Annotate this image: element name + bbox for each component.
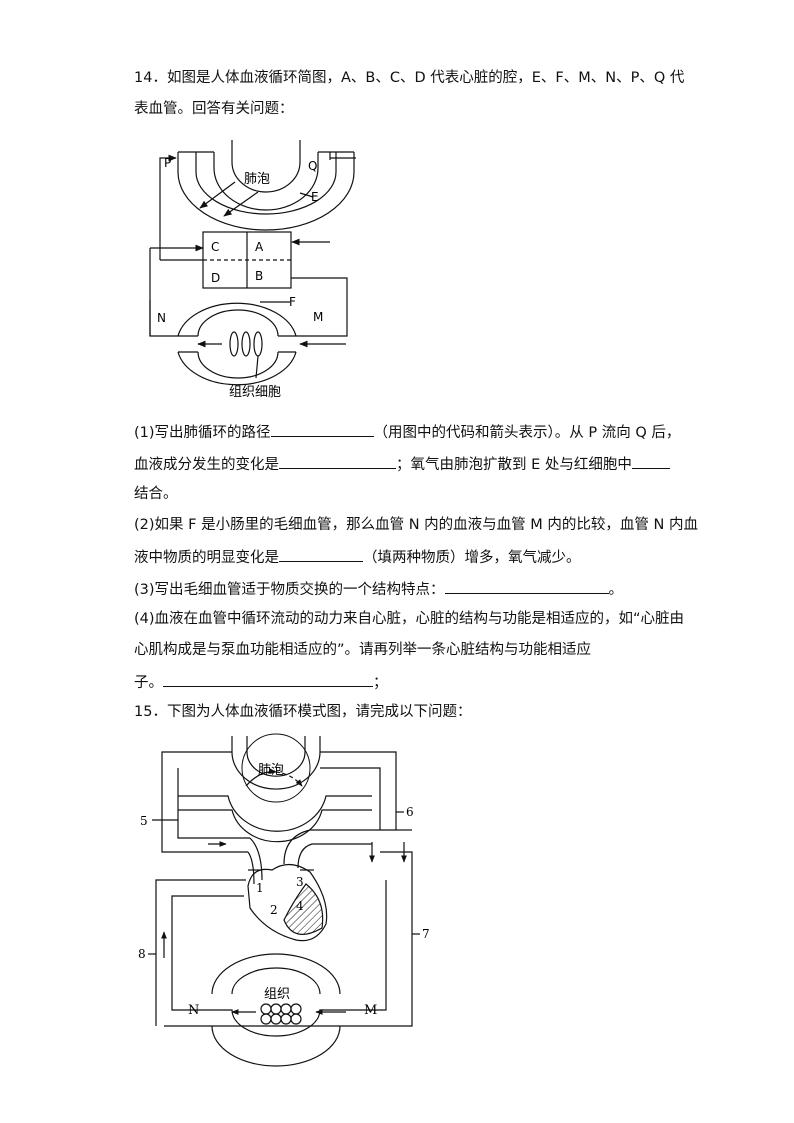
q14-p2-text-b: ；氧气由肺泡扩散到 E 处与红细胞中 <box>396 457 632 473</box>
label2-n8: 8 <box>138 947 146 961</box>
label-D: D <box>211 271 220 285</box>
label-C: C <box>211 240 219 254</box>
q14-p6-text-b: 。 <box>608 582 624 598</box>
q14-p2-text-a: 血液成分发生的变化是 <box>134 457 279 473</box>
tissue-capillary-outer <box>177 302 297 337</box>
q14-part2-line2: 液中物质的明显变化是 （填两种物质）增多，氧气减少。 <box>134 546 581 568</box>
q14-part4-line1: (4)血液在血管中循环流动的动力来自心脏，心脏的结构与功能是相适应的，如“心脏由 <box>134 611 685 627</box>
label2-tissue: 组织 <box>264 987 290 1002</box>
label-tissue-cells: 组织细胞 <box>229 385 281 400</box>
label2-n3: 3 <box>296 875 304 889</box>
q14-stem-line2: 表血管。回答有关问题： <box>134 101 294 117</box>
heart-shape <box>247 863 328 942</box>
label-F: F <box>289 295 296 309</box>
tissue-capillary2 <box>211 953 341 995</box>
answer-blank-2[interactable] <box>279 453 396 469</box>
label-P: P <box>164 156 171 170</box>
answer-blank-5[interactable] <box>444 578 609 594</box>
label2-n7: 7 <box>422 927 430 941</box>
label2-alveolus: 肺泡 <box>258 763 284 778</box>
answer-blank-6[interactable] <box>163 671 373 687</box>
q15-stem: 15．下图为人体血液循环模式图，请完成以下问题： <box>134 704 472 720</box>
label2-n6: 6 <box>406 805 414 819</box>
lung-capillary-inner <box>195 152 337 215</box>
label2-n4: 4 <box>296 899 304 913</box>
alveolus-outline <box>213 152 319 211</box>
label-Q: Q <box>308 159 317 173</box>
label2-N: N <box>188 1003 199 1018</box>
label2-n1: 1 <box>256 881 264 895</box>
label2-n5: 5 <box>140 814 148 828</box>
q14-part3: (3)写出毛细血管适于物质交换的一个结构特点： 。 <box>134 578 623 600</box>
q14-part1-line1: (1)写出肺循环的路径 （用图中的代码和箭头表示）。从 P 流向 Q 后， <box>134 421 680 443</box>
answer-blank-3[interactable] <box>631 453 670 469</box>
answer-blank-1[interactable] <box>270 421 374 437</box>
q14-part4-line2: 心肌构成是与泵血功能相适应的”。请再列举一条心脏结构与功能相适应 <box>134 642 592 658</box>
q14-stem-line1: 14．如图是人体血液循环简图，A、B、C、D 代表心脏的腔，E、F、M、N、P、… <box>134 70 685 86</box>
label-N: N <box>157 311 166 325</box>
q14-p6-text-a: (3)写出毛细血管适于物质交换的一个结构特点： <box>134 582 445 598</box>
q14-part2-line1: (2)如果 F 是小肠里的毛细血管，那么血管 N 内的血液与血管 M 内的比较，… <box>134 517 698 533</box>
answer-blank-4[interactable] <box>279 546 363 562</box>
q14-part4-line3: 子。 ； <box>134 671 388 693</box>
q14-part1-line3: 结合。 <box>134 486 178 502</box>
label2-M: M <box>364 1003 377 1018</box>
label2-n2: 2 <box>270 903 278 917</box>
label-E: E <box>311 190 319 204</box>
alveolus2-outline <box>231 736 321 790</box>
q14-p1-text-b: （用图中的代码和箭头表示）。从 P 流向 Q 后， <box>373 425 681 441</box>
label-M: M <box>313 310 323 324</box>
q14-p9-text-a: 子。 <box>134 675 163 691</box>
q14-p1-text-a: (1)写出肺循环的路径 <box>134 425 271 441</box>
label-B: B <box>255 269 263 283</box>
q14-p5-text-b: （填两种物质）增多，氧气减少。 <box>363 550 581 566</box>
lung-capillary-outer <box>177 152 355 231</box>
q14-p5-text-a: 液中物质的明显变化是 <box>134 550 279 566</box>
label-A: A <box>255 240 264 254</box>
q14-part1-line2: 血液成分发生的变化是 ；氧气由肺泡扩散到 E 处与红细胞中 <box>134 453 670 475</box>
q14-p9-text-b: ； <box>373 675 388 691</box>
label-alveolus: 肺泡 <box>244 172 270 187</box>
